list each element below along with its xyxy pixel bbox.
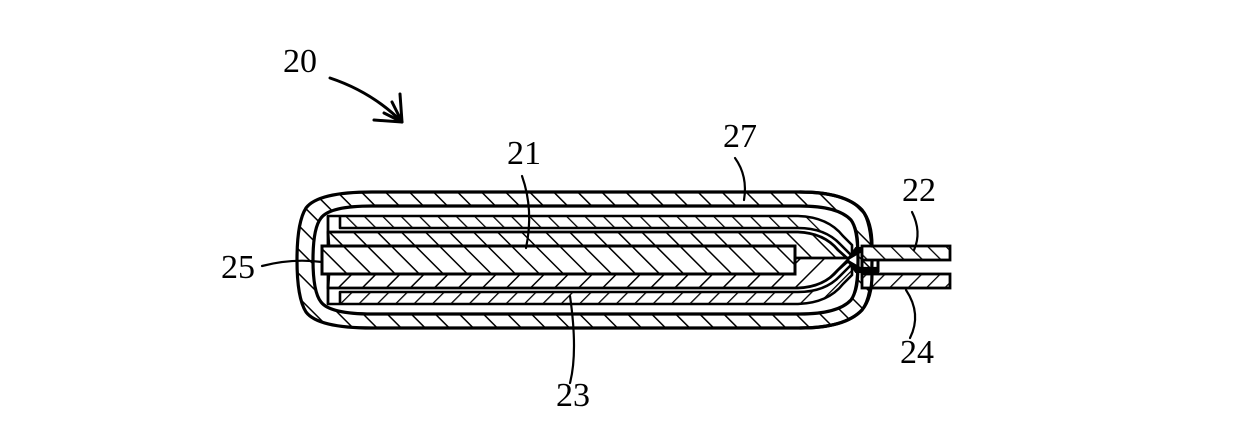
- casing-right-inner-top-arc: [798, 204, 860, 248]
- ref-label-21: 21: [507, 135, 541, 172]
- ref-label-24: 24: [900, 334, 934, 371]
- upper-inner-thin-band: [326, 214, 854, 258]
- ref-24-leader: [904, 288, 917, 340]
- ref-23-group: 23: [556, 294, 590, 414]
- ref-22-leader: [910, 210, 919, 252]
- ref-20-group: 20: [283, 43, 404, 124]
- ref-23-leader: [568, 294, 576, 385]
- upper-lead-body: [860, 244, 952, 262]
- core-element: [320, 244, 797, 276]
- ref-label-23: 23: [556, 377, 590, 414]
- lower-lead-body: [860, 272, 952, 290]
- ref-label-25: 25: [221, 249, 255, 286]
- casing-right-top-arc: [798, 190, 874, 248]
- ref-25-leader: [260, 259, 324, 268]
- ref-label-27: 27: [723, 118, 757, 155]
- ref-label-22: 22: [902, 172, 936, 209]
- casing-right-bottom-arc: [798, 272, 874, 330]
- ref-25-group: 25: [221, 249, 324, 286]
- ref-label-20: 20: [283, 43, 317, 80]
- ref-21-leader: [520, 174, 531, 250]
- ref-27-group: 27: [723, 118, 757, 202]
- core-body: [320, 244, 797, 276]
- ref-20-arrow-head: [372, 92, 404, 124]
- ref-24-group: 24: [900, 288, 934, 371]
- lower-lead-wire: [860, 272, 952, 290]
- ref-22-group: 22: [902, 172, 936, 252]
- ref-20-arrow-curve: [328, 76, 404, 124]
- lower-inner-thin-band: [326, 262, 854, 306]
- upper-lead-wire: [860, 244, 952, 262]
- casing-right-inner-bottom-arc: [798, 272, 860, 316]
- device-assembly: [295, 190, 952, 330]
- ref-21-group: 21: [507, 135, 541, 250]
- ref-27-leader: [733, 156, 747, 202]
